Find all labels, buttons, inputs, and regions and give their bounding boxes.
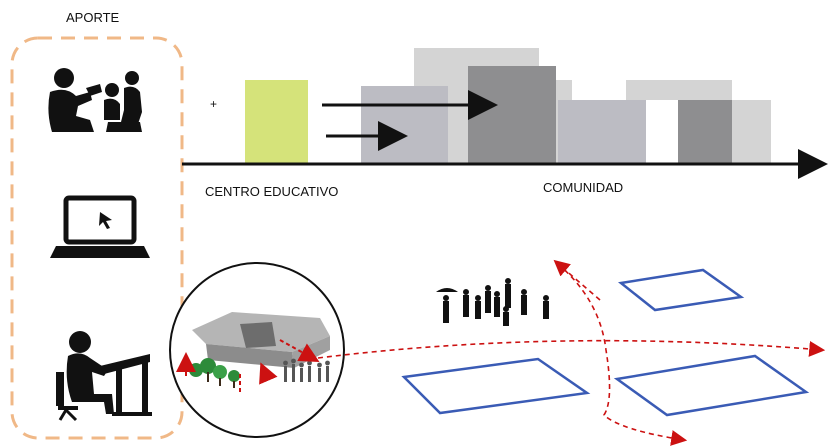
community-block-right-back xyxy=(626,80,732,100)
aporte-dashed-frame xyxy=(10,36,184,440)
centro-educativo-label: CENTRO EDUCATIVO xyxy=(205,184,339,199)
pedestrian-group-icon xyxy=(436,278,549,326)
community-block-1 xyxy=(361,86,448,164)
school-block xyxy=(245,80,308,163)
circulation-paths xyxy=(317,259,826,446)
community-block-3 xyxy=(468,66,556,164)
community-block-5 xyxy=(558,100,646,164)
building-site-circle-icon xyxy=(169,262,345,438)
community-block-6 xyxy=(678,100,732,164)
community-block-2 xyxy=(448,86,468,164)
comunidad-label: COMUNIDAD xyxy=(543,180,624,195)
teacher-with-children-icon xyxy=(48,68,142,132)
plus-sign: + xyxy=(210,97,218,111)
aporte-label: APORTE xyxy=(66,10,120,25)
person-at-desk-icon xyxy=(56,331,152,422)
laptop-cursor-icon xyxy=(50,195,150,258)
plaza-outline-icon xyxy=(401,268,810,417)
community-block-7 xyxy=(732,100,771,164)
